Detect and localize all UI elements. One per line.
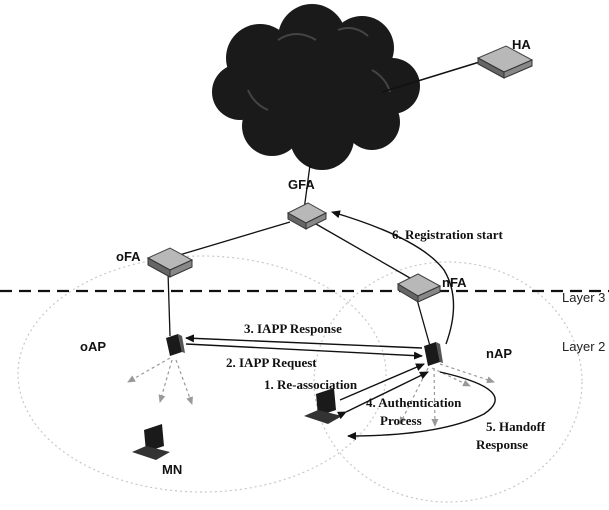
ofa-label: oFA bbox=[116, 249, 141, 264]
mn-laptop-icon bbox=[132, 424, 170, 460]
mn-new-laptop-icon bbox=[304, 388, 342, 424]
arrow-authentication bbox=[337, 371, 429, 420]
step-authentication-label-line2: Process bbox=[380, 413, 422, 428]
step-registration-label: 6. Registration start bbox=[392, 227, 503, 242]
oap-access-point-icon bbox=[166, 334, 185, 356]
gfa-router-icon bbox=[286, 202, 328, 230]
arrow-iapp-request bbox=[185, 343, 423, 360]
step-handoff-label-line2: Response bbox=[476, 437, 529, 452]
link-cloud-ha bbox=[381, 59, 487, 93]
link-ofa-oap bbox=[167, 271, 171, 337]
gfa-label: GFA bbox=[288, 177, 315, 192]
ha-router-icon bbox=[476, 45, 534, 79]
link-gfa-ofa bbox=[175, 221, 291, 257]
ha-label: HA bbox=[512, 37, 531, 52]
step-authentication-label-line1: 4. Authentication bbox=[366, 395, 462, 410]
nap-access-point-icon bbox=[424, 342, 443, 366]
link-nfa-nap bbox=[415, 295, 431, 347]
nap-label: nAP bbox=[486, 346, 512, 361]
layer3-label: Layer 3 bbox=[562, 290, 606, 305]
nfa-router-icon bbox=[396, 273, 442, 303]
link-cloud-gfa bbox=[303, 164, 311, 211]
arrow-registration-start bbox=[331, 210, 455, 345]
oap-radio-signals bbox=[127, 357, 193, 405]
ofa-router-icon bbox=[146, 247, 194, 278]
mn-label: MN bbox=[162, 462, 183, 477]
step-iapp-response-label: 3. IAPP Response bbox=[244, 321, 342, 336]
nfa-label: nFA bbox=[442, 275, 467, 290]
arrow-iapp-response bbox=[185, 334, 423, 349]
layer2-label: Layer 2 bbox=[562, 339, 606, 354]
nap-coverage-area bbox=[313, 261, 583, 503]
oap-label: oAP bbox=[80, 339, 106, 354]
arrow-handoff-response bbox=[347, 371, 496, 440]
step-iapp-request-label: 2. IAPP Request bbox=[226, 355, 317, 370]
step-handoff-label-line1: 5. Handoff bbox=[486, 419, 546, 434]
link-gfa-nfa bbox=[315, 223, 411, 279]
step-reassociation-label: 1. Re-association bbox=[264, 377, 358, 392]
network-cloud-icon bbox=[212, 4, 420, 170]
